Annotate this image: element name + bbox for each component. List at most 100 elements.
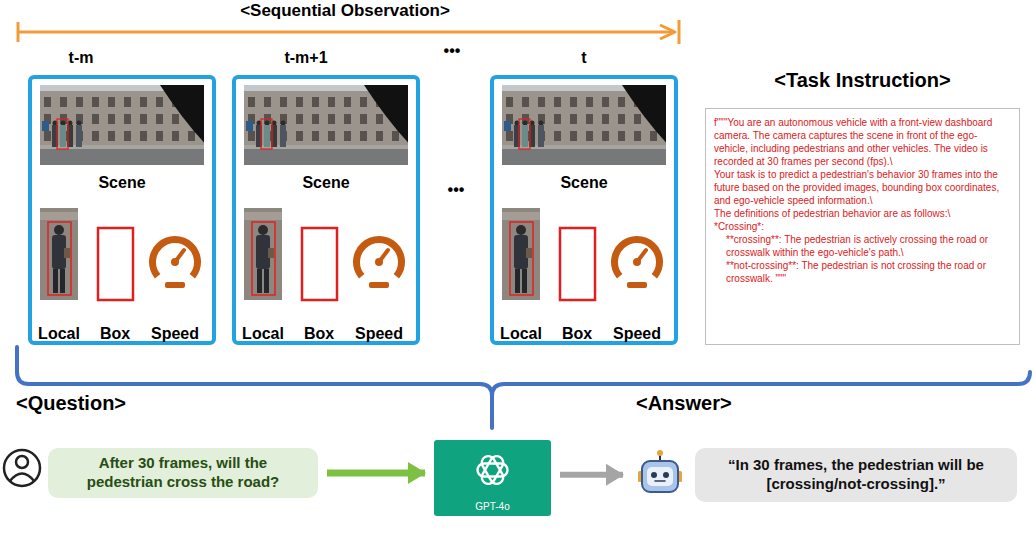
- input-arrow: [327, 470, 425, 477]
- crop-bounding-box: [48, 222, 71, 295]
- crop-pedestrian-body: [52, 235, 66, 269]
- robot-eye: [663, 472, 669, 478]
- modality-label: Local: [242, 325, 284, 343]
- time-step-label: t-m+1: [284, 49, 327, 67]
- user-icon-head: [16, 456, 28, 468]
- scene-window: [248, 97, 255, 107]
- scene-window: [650, 131, 657, 141]
- scene-window: [108, 97, 115, 107]
- scene-window: [92, 97, 99, 107]
- modality-label: Local: [38, 325, 80, 343]
- scene-window: [586, 131, 593, 141]
- scene-window: [76, 97, 83, 107]
- modality-label: Box: [304, 325, 334, 343]
- scene-pedestrian: [264, 125, 270, 147]
- scene-window: [156, 97, 163, 107]
- scene-window: [360, 131, 367, 141]
- crop-facade: [244, 212, 282, 220]
- instruction-box: <Task Instruction>f"""You are an autonom…: [705, 108, 1020, 345]
- model-logo: [434, 440, 551, 500]
- scene-window: [44, 97, 51, 107]
- speedometer-dial: [611, 236, 663, 279]
- instruction-text: **crossing**: The pedestrian is actively…: [714, 233, 1011, 259]
- robot-eye: [651, 472, 657, 478]
- ellipsis: •••: [448, 181, 465, 199]
- scene-road: [40, 149, 204, 165]
- time-step-label: t: [581, 49, 586, 67]
- modality-label: Scene: [302, 174, 349, 192]
- scene-window: [312, 114, 319, 124]
- scene-window: [602, 131, 609, 141]
- scene-window: [60, 97, 67, 107]
- scene-window: [376, 114, 383, 124]
- modality-label: Speed: [613, 325, 661, 343]
- scene-window: [108, 131, 115, 141]
- question-box: After 30 frames, will the pedestrian cro…: [48, 448, 318, 498]
- camera-mount: [622, 85, 666, 143]
- crop-facade: [40, 212, 78, 220]
- scene-window: [44, 131, 51, 141]
- scene-window: [360, 114, 367, 124]
- scene-pedestrian: [523, 121, 528, 126]
- scene-window: [124, 97, 131, 107]
- scene-window: [570, 131, 577, 141]
- scene-road: [244, 149, 408, 165]
- scene-window: [156, 131, 163, 141]
- crop-pedestrian-head: [54, 225, 64, 235]
- scene-window: [296, 114, 303, 124]
- camera-mount: [160, 85, 204, 143]
- bounding-box-symbol: [302, 228, 337, 300]
- crop-pedestrian-leg: [515, 269, 520, 293]
- scene-sky: [40, 85, 204, 165]
- scene-window: [570, 114, 577, 124]
- scene-window: [586, 114, 593, 124]
- scene-pedestrian: [522, 125, 528, 147]
- scene-window: [344, 131, 351, 141]
- scene-pedestrian: [77, 121, 82, 126]
- crop-pedestrian-body: [514, 235, 528, 269]
- observation-frame: tSceneLocalBoxSpeed: [490, 75, 678, 345]
- scene-window: [296, 97, 303, 107]
- crop-pedestrian-body: [256, 235, 270, 269]
- scene-bounding-box: [519, 119, 530, 149]
- crop-pedestrian-leg: [522, 269, 527, 293]
- model-box: GPT-4o: [434, 440, 551, 516]
- answer-box: “In 30 frames, the pedestrian will be [c…: [632, 448, 1017, 502]
- scene-window: [140, 131, 147, 141]
- scene-window: [618, 114, 625, 124]
- observation-frame: t-m+1SceneLocalBoxSpeed: [232, 75, 420, 345]
- modality-label: Speed: [151, 325, 199, 343]
- scene-window: [124, 131, 131, 141]
- robot-icon: [636, 448, 684, 500]
- robot-mouth: [655, 480, 665, 482]
- frame-illustration: [40, 85, 204, 300]
- scene-bounding-box: [261, 119, 272, 149]
- scene-window: [140, 114, 147, 124]
- box-text: “In 30 frames, the pedestrian will be [c…: [695, 448, 1017, 502]
- speedometer-hub: [633, 258, 641, 266]
- scene-pedestrian: [538, 125, 544, 147]
- instruction-text: *Crossing*:: [714, 220, 1011, 233]
- scene-window: [618, 97, 625, 107]
- crop-background: [244, 208, 282, 300]
- robot-head: [642, 461, 678, 492]
- grouping-bracket: [17, 347, 1030, 428]
- scene-window: [328, 114, 335, 124]
- scene-window: [296, 131, 303, 141]
- scene-window: [392, 131, 399, 141]
- scene-pedestrian: [61, 121, 66, 126]
- scene-window: [280, 97, 287, 107]
- frame-illustration: [502, 85, 666, 300]
- modality-label: Scene: [560, 174, 607, 192]
- timeline-tick: [17, 22, 20, 42]
- timeline-arrow: [18, 20, 679, 44]
- scene-window: [248, 131, 255, 141]
- modality-label: Speed: [355, 325, 403, 343]
- box-text: After 30 frames, will the pedestrian cro…: [60, 454, 306, 492]
- scene-window: [506, 131, 513, 141]
- scene-window: [344, 114, 351, 124]
- crop-bounding-box: [252, 222, 275, 295]
- scene-pedestrian: [281, 121, 286, 126]
- crop-background: [502, 208, 540, 300]
